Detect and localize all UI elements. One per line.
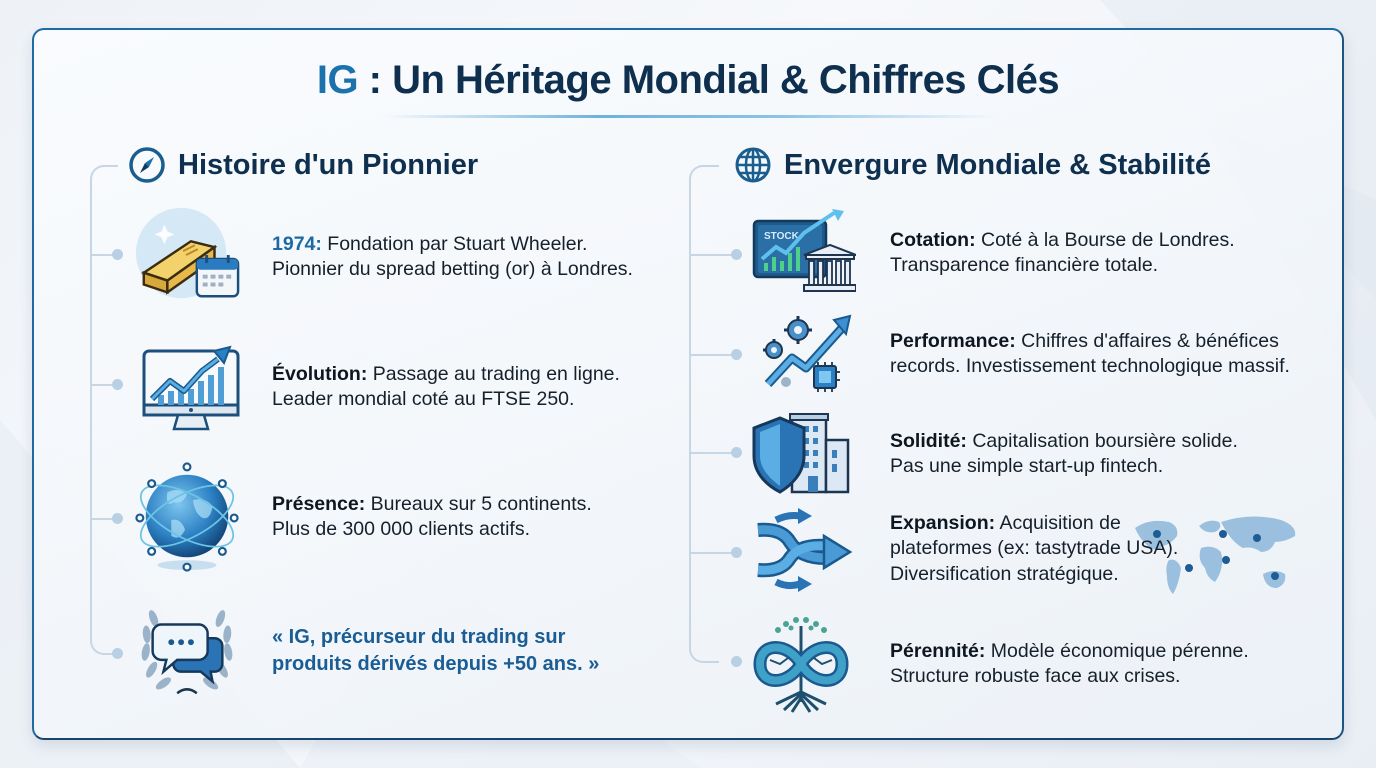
- title-text: : Un Héritage Mondial & Chiffres Clés: [358, 58, 1060, 102]
- item-text: Coté à la Bourse de Londres.: [975, 228, 1235, 251]
- item-text: Transparence financière totale.: [890, 254, 1159, 276]
- item-label: Solidité:: [890, 429, 967, 452]
- item-text: Fondation par Stuart Wheeler.: [321, 232, 588, 255]
- item-text: Chiffres d'affaires & bénéfices: [1015, 329, 1279, 352]
- monitor-chart-icon: [132, 332, 242, 442]
- item-text: Structure robuste face aux crises.: [890, 665, 1181, 687]
- item-text: Pas une simple start-up fintech.: [890, 455, 1164, 477]
- shield-building-icon: [746, 412, 856, 496]
- item-text: Modèle économique pérenne.: [985, 639, 1249, 662]
- left-timeline: [90, 165, 118, 655]
- scope-item-expansion: Expansion: Acquisition de plateformes (e…: [746, 504, 1178, 594]
- quote-text: produits dérivés depuis +50 ans. »: [272, 653, 600, 675]
- infinity-tree-icon: [746, 614, 856, 714]
- network-globe-icon: [132, 462, 242, 572]
- timeline-dot: [112, 249, 123, 260]
- stock-exchange-icon: STOCK: [746, 208, 856, 298]
- connector: [691, 552, 733, 554]
- timeline-dot: [731, 656, 742, 667]
- item-text: Passage au trading en ligne.: [367, 362, 620, 385]
- item-label: 1974:: [272, 232, 322, 255]
- scope-item-solidite: Solidité: Capitalisation boursière solid…: [746, 412, 1238, 496]
- connector: [691, 254, 733, 256]
- history-item-presence: Présence: Bureaux sur 5 continents. Plus…: [132, 462, 592, 572]
- quote-text: « IG, précurseur du trading sur: [272, 626, 566, 648]
- item-text: plateformes (ex: tastytrade USA).: [890, 537, 1179, 560]
- page-title: IG : Un Héritage Mondial & Chiffres Clés: [34, 58, 1342, 103]
- section-title: Histoire d'un Pionnier: [178, 148, 479, 181]
- timeline-dot: [731, 447, 742, 458]
- connector: [92, 384, 114, 386]
- compass-icon: [129, 147, 165, 183]
- history-item-evolution: Évolution: Passage au trading en ligne. …: [132, 332, 620, 442]
- item-label: Cotation:: [890, 228, 976, 251]
- gold-bar-calendar-icon: [132, 202, 242, 312]
- gears-growth-chip-icon: [746, 312, 856, 396]
- item-text: records. Investissement technologique ma…: [890, 355, 1290, 377]
- connector: [92, 254, 114, 256]
- brand-name: IG: [316, 58, 359, 102]
- merging-arrows-icon: [746, 504, 856, 594]
- item-text: Bureaux sur 5 continents.: [365, 492, 592, 515]
- history-item-1974: 1974: Fondation par Stuart Wheeler. Pion…: [132, 202, 633, 312]
- timeline-dot: [731, 349, 742, 360]
- connector: [691, 452, 733, 454]
- scope-item-cotation: STOCK Cotation: Coté à la Bourse de Lond…: [746, 208, 1235, 298]
- connector: [92, 518, 114, 520]
- infographic-frame: IG : Un Héritage Mondial & Chiffres Clés…: [32, 28, 1344, 740]
- section-title: Envergure Mondiale & Stabilité: [784, 148, 1212, 181]
- item-text: Plus de 300 000 clients actifs.: [272, 518, 530, 540]
- timeline-dot: [112, 379, 123, 390]
- item-label: Pérennité:: [890, 639, 986, 662]
- item-label: Présence:: [272, 492, 366, 515]
- timeline-dot: [112, 648, 123, 659]
- svg-text:STOCK: STOCK: [764, 231, 800, 242]
- world-map-pins-icon: [1135, 516, 1296, 594]
- left-section-heading: Histoire d'un Pionnier: [128, 146, 478, 184]
- item-label: Évolution:: [272, 362, 368, 385]
- scope-item-perennite: Pérennité: Modèle économique pérenne. St…: [746, 614, 1249, 714]
- item-label: Expansion:: [890, 511, 996, 534]
- right-section-heading: Envergure Mondiale & Stabilité: [734, 146, 1211, 184]
- item-text: Capitalisation boursière solide.: [966, 429, 1238, 452]
- timeline-dot: [731, 249, 742, 260]
- laurel-speech-bubble-icon: [132, 596, 242, 706]
- timeline-dot: [731, 547, 742, 558]
- history-quote: « IG, précurseur du trading sur produits…: [132, 596, 599, 706]
- scope-item-performance: Performance: Chiffres d'affaires & bénéf…: [746, 312, 1290, 396]
- title-underline: [384, 115, 996, 118]
- item-text: Diversification stratégique.: [890, 562, 1119, 585]
- item-text: Pionnier du spread betting (or) à Londre…: [272, 258, 633, 280]
- item-label: Performance:: [890, 329, 1016, 352]
- globe-icon: [735, 147, 771, 183]
- item-text: Acquisition de: [995, 511, 1121, 534]
- timeline-dot: [112, 513, 123, 524]
- item-text: Leader mondial coté au FTSE 250.: [272, 388, 575, 410]
- connector: [691, 354, 733, 356]
- right-timeline: [689, 165, 719, 663]
